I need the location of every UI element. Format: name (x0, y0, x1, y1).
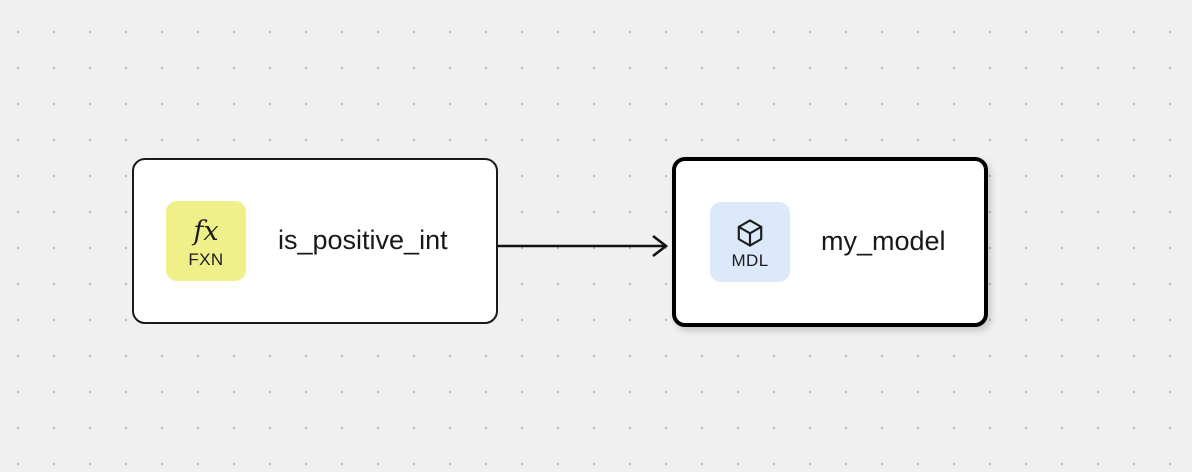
node-type-label: MDL (731, 250, 769, 270)
node-title: is_positive_int (278, 225, 448, 256)
node-type-badge-mdl: MDL (710, 202, 790, 282)
node-title: my_model (821, 226, 946, 257)
node-type-badge-fxn: fx FXN (166, 201, 246, 281)
cube-model-icon (734, 216, 766, 250)
node-type-label: FXN (188, 249, 224, 269)
node-is-positive-int[interactable]: fx FXN is_positive_int (132, 158, 498, 324)
node-my-model[interactable]: MDL my_model (672, 157, 988, 327)
function-fx-icon: fx (193, 216, 219, 247)
edge-fxn-to-mdl[interactable] (498, 234, 669, 258)
